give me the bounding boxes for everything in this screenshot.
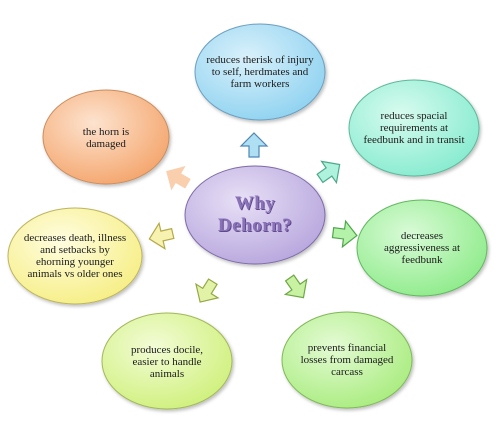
- arrow-to-death: [148, 221, 175, 250]
- node-spacial-label: reduces spacial requirements at feedbunk…: [363, 110, 465, 146]
- node-horn-ellipse: [42, 89, 170, 185]
- node-financial-ellipse: [281, 311, 413, 409]
- node-horn-label: the horn is damaged: [82, 126, 130, 150]
- center-title: Why Dehorn?: [217, 193, 293, 236]
- node-docile-label: produces docile, easier to handle animal…: [130, 344, 204, 380]
- center-ellipse: [184, 165, 326, 265]
- node-death-label: decreases death, illness and setbacks by…: [23, 232, 127, 280]
- node-death-ellipse: [7, 207, 143, 305]
- node-docile-ellipse: [101, 312, 233, 410]
- arrow-to-horn: [166, 165, 191, 191]
- arrow-to-spacial: [316, 160, 341, 185]
- node-spacial-ellipse: [348, 79, 480, 177]
- node-aggressive-label: decreases aggressiveness at feedbunk: [383, 230, 461, 266]
- arrow-to-injury: [239, 132, 269, 158]
- arrow-to-docile: [195, 278, 220, 303]
- arrow-to-financial: [283, 274, 308, 299]
- node-injury-ellipse: [194, 23, 326, 121]
- node-aggressive-ellipse: [356, 199, 488, 297]
- arrow-to-aggressive: [331, 219, 358, 249]
- node-injury-label: reduces therisk of injury to self, herdm…: [206, 54, 314, 90]
- node-financial-label: prevents financial losses from damaged c…: [300, 342, 394, 378]
